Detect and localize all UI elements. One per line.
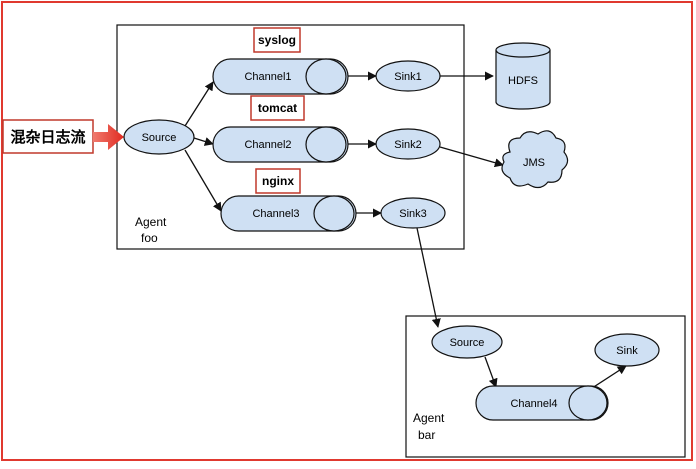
sink2-node: Sink2 bbox=[375, 128, 441, 160]
agent-foo-source-label: Source bbox=[142, 132, 177, 144]
flow-arrows bbox=[184, 71, 627, 393]
channel3-node: Channel3 bbox=[220, 195, 357, 232]
tag-tomcat: tomcat bbox=[250, 95, 305, 121]
channel4-node: Channel4 bbox=[475, 385, 609, 421]
tag-tomcat-label: tomcat bbox=[258, 101, 297, 115]
channel2-node: Channel2 bbox=[212, 126, 349, 163]
agent-foo-label-line2: foo bbox=[141, 231, 158, 245]
channel3-label: Channel3 bbox=[252, 208, 299, 220]
hdfs-label: HDFS bbox=[508, 75, 538, 87]
agent-bar-label-line1: Agent bbox=[413, 411, 445, 425]
tag-syslog: syslog bbox=[253, 27, 301, 53]
agent-bar-source: Source bbox=[431, 325, 503, 359]
agent-bar-box bbox=[405, 315, 686, 458]
sink2-label: Sink2 bbox=[394, 139, 422, 151]
agent-bar-source-label: Source bbox=[450, 337, 485, 349]
channel1-node: Channel1 bbox=[212, 58, 349, 95]
tag-syslog-label: syslog bbox=[258, 33, 296, 47]
outer-frame bbox=[1, 1, 693, 461]
agent-bar-label-line2: bar bbox=[418, 428, 435, 442]
sink1-label: Sink1 bbox=[394, 71, 422, 83]
agent-foo-source: Source bbox=[123, 119, 195, 155]
agent-bar-sink-label: Sink bbox=[616, 345, 638, 357]
hdfs-database-icon: HDFS bbox=[495, 42, 551, 110]
agent-bar-sink: Sink bbox=[594, 333, 660, 367]
input-label: 混杂日志流 bbox=[10, 128, 85, 146]
input-label-box bbox=[2, 119, 94, 154]
sink1-node: Sink1 bbox=[375, 60, 441, 92]
sink3-label: Sink3 bbox=[399, 208, 427, 220]
jms-cloud-icon: JMS bbox=[501, 130, 569, 189]
input-arrow bbox=[93, 124, 124, 150]
channel4-label: Channel4 bbox=[510, 398, 557, 410]
agent-foo-label-line1: Agent bbox=[135, 215, 167, 229]
sink3-node: Sink3 bbox=[380, 197, 446, 229]
tag-nginx: nginx bbox=[255, 168, 301, 194]
channel2-label: Channel2 bbox=[244, 139, 291, 151]
jms-label: JMS bbox=[523, 157, 545, 169]
tag-nginx-label: nginx bbox=[262, 174, 294, 188]
channel1-label: Channel1 bbox=[244, 71, 291, 83]
